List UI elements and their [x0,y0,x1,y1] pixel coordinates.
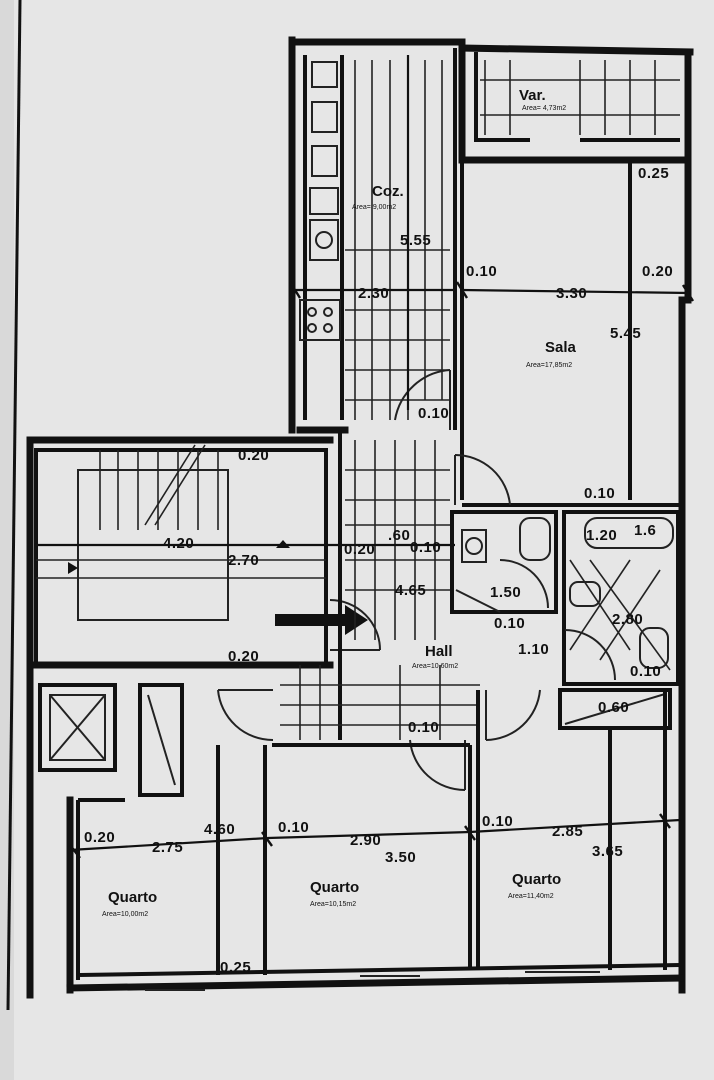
dim-hall-length: 4.65 [395,582,426,599]
dim-stair-top: 0.20 [238,447,269,464]
bathtub-icon [584,517,674,549]
dim-stair-width: 4.20 [163,535,194,552]
sink-icon [311,61,338,88]
bathroom-1 [450,510,558,614]
elevator-shaft [38,683,184,797]
room-label-cozinha: Coz. [372,183,404,200]
dim-sala-bottom: 0.10 [584,485,615,502]
dim-bath2-c: 2.80 [612,611,643,628]
dim-coz-width: 2.30 [358,285,389,302]
dim-hall-span: .60 [388,527,410,544]
toilet-2-icon [639,627,669,669]
room-area-cozinha: Area= 9,00m2 [352,204,396,211]
room-area-quarto-right: Area=11,40m2 [508,893,554,900]
dim-coz-length: 5.55 [400,232,431,249]
room-area-varanda: Area= 4,73m2 [522,105,566,112]
dim-q3-left: 0.10 [482,813,513,830]
dim-q1-left: 0.20 [84,829,115,846]
room-area-hall: Area=10,60m2 [412,663,458,670]
toilet-icon [461,529,487,563]
exterior-walls [26,36,694,999]
fridge-icon [311,145,338,177]
dim-q2-length: 3.50 [385,849,416,866]
dim-corridor-wall: 0.20 [228,648,259,665]
dim-q2-width: 2.90 [350,832,381,849]
room-area-sala: Area=17,85m2 [526,362,572,369]
room-label-sala: Sala [545,339,577,356]
hall [217,430,541,792]
paper-sheet [14,0,714,1080]
washbasin-icon [519,517,551,561]
dim-quarto-wall: 0.10 [408,719,439,736]
room-label-hall: Hall [425,643,453,660]
room-label-quarto-mid: Quarto [310,879,359,896]
dim-q3-width: 2.85 [552,823,583,840]
room-label-varanda: Var. [519,87,546,104]
dim-bath-a: 1.50 [490,584,521,601]
dim-sala-right-wall: 0.20 [642,263,673,280]
dimension-lines [35,55,695,859]
cabinet-icon [311,101,338,133]
dim-hall-wall-a: 0.20 [344,541,375,558]
dim-sala-width: 3.30 [556,285,587,302]
stove-icon [299,299,341,341]
dim-bottom-wall: 0.25 [220,959,251,976]
room-area-quarto-mid: Area=10,15m2 [310,901,356,908]
dim-bath2-e: 0.60 [598,699,629,716]
dim-bath-b: 0.10 [494,615,525,632]
dim-sala-left-wall: 0.10 [466,263,497,280]
dim-bath-c: 1.10 [518,641,549,658]
dim-q1-width: 2.75 [152,839,183,856]
dim-hall-wall-b: 0.10 [410,539,441,556]
dim-bath2-b: 1.6 [634,522,656,539]
dim-q2-left: 0.10 [278,819,309,836]
dim-door-gap: 0.10 [418,405,449,422]
room-label-quarto-left: Quarto [108,889,157,906]
dim-bath2-d: 0.10 [630,663,661,680]
dim-q3-length: 3.65 [592,843,623,860]
bedrooms [76,690,681,991]
entrance-arrow-icon [275,605,368,635]
dim-sala-top: 0.25 [638,165,669,182]
paper-edge [6,0,22,1011]
veranda [474,52,680,142]
room-label-quarto-right: Quarto [512,871,561,888]
dim-sala-length: 5.45 [610,325,641,342]
dim-stair-depth: 2.70 [228,552,259,569]
kitchen [299,48,457,430]
room-area-quarto-left: Area=10,00m2 [102,911,148,918]
dim-q1-length: 4.60 [204,821,235,838]
dim-bath2-a: 1.20 [586,527,617,544]
bathroom-2 [558,510,680,730]
